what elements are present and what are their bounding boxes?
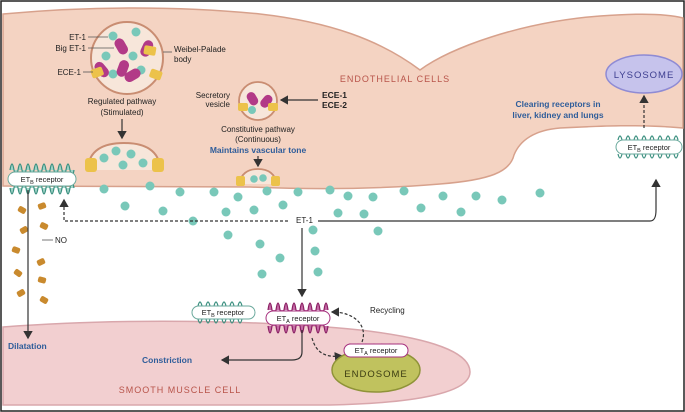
et1-to-clearing-arrow	[318, 178, 661, 222]
weibel-palade-body	[90, 21, 164, 95]
eta-receptor: ETA receptor	[265, 302, 331, 334]
etb-receptor-smooth-muscle: ETB receptor	[191, 301, 256, 324]
lysosome-label: LYSOSOME	[614, 70, 675, 81]
constitutive-pathway-sub: (Continuous)	[235, 135, 281, 144]
et1-label: ET-1	[296, 216, 313, 225]
ece1-vesicle-label: ECE-1	[57, 68, 81, 77]
constitutive-release-vesicle	[236, 168, 280, 186]
big-et1-label: Big ET-1	[55, 44, 86, 53]
etb-receptor-clearing: ETB receptor	[615, 135, 683, 159]
eta-receptor-label: ETA receptor	[277, 314, 320, 325]
endosome-label: ENDOSOME	[344, 369, 407, 380]
et1-to-etb-arrow	[59, 198, 288, 222]
regulated-pathway-sub: (Stimulated)	[100, 108, 143, 117]
smooth-muscle-cell-label: SMOOTH MUSCLE CELL	[119, 385, 242, 395]
recycling-label: Recycling	[370, 306, 405, 315]
etb-receptor-endothelial-label: ETB receptor	[21, 175, 64, 186]
clearing-receptors-label-2: liver, kidney and lungs	[512, 110, 603, 120]
clearing-receptors-label-1: Clearing receptors in	[515, 99, 600, 109]
etb-receptor-muscle-label: ETB receptor	[202, 308, 245, 319]
no-label: NO	[55, 236, 67, 245]
endothelial-cell-layer	[2, 7, 684, 190]
eta-receptor-endosome-label: ETA receptor	[355, 346, 398, 357]
endothelial-cells-label: ENDOTHELIAL CELLS	[340, 74, 450, 84]
weibel-palade-label-2: body	[174, 55, 191, 64]
eta-receptor-endosome: ETA receptor	[343, 343, 409, 358]
secretory-vesicle	[238, 81, 278, 121]
weibel-palade-label-1: Weibel-Palade	[174, 45, 226, 54]
constriction-arrow	[220, 330, 303, 365]
et1-molecules	[99, 181, 545, 279]
etb-receptor-endothelial: ETB receptor	[7, 163, 77, 195]
exocytosing-vesicle	[85, 141, 164, 172]
recycling-arrow	[330, 307, 364, 343]
regulated-pathway-label: Regulated pathway	[88, 97, 157, 106]
ece2-label: ECE-2	[322, 100, 347, 110]
dilatation-label: Dilatation	[8, 341, 47, 351]
ece1-label: ECE-1	[322, 90, 347, 100]
constitutive-pathway-label: Constitutive pathway	[221, 125, 295, 134]
maintains-tone-label: Maintains vascular tone	[210, 145, 307, 155]
etb-receptor-clearing-label: ETB receptor	[628, 143, 671, 154]
constriction-label: Constriction	[142, 355, 192, 365]
no-molecules	[11, 202, 49, 304]
et1-vesicle-label: ET-1	[69, 33, 86, 42]
lysosome	[605, 54, 683, 94]
secretory-vesicle-label-1: Secretory	[196, 91, 230, 100]
secretory-vesicle-label-2: vesicle	[206, 100, 231, 109]
